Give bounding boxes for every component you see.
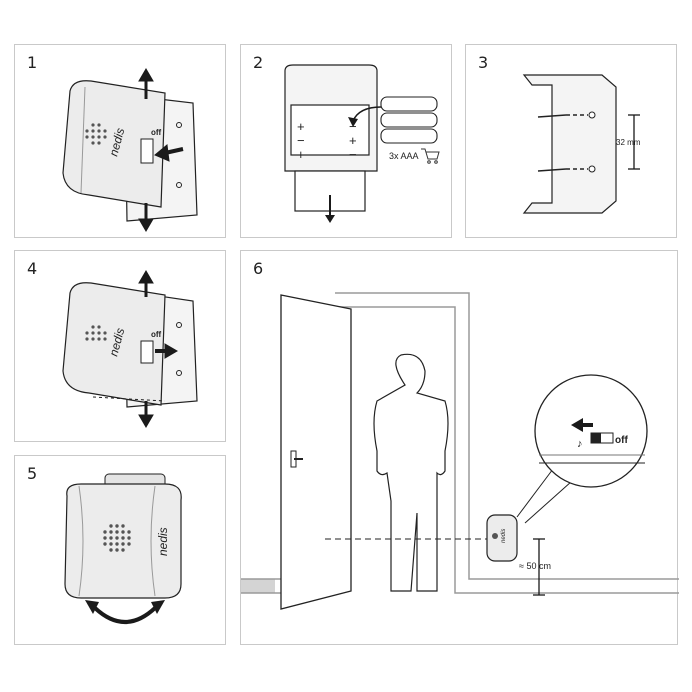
rotate-arrow xyxy=(85,600,165,624)
polarity-plus: + xyxy=(297,147,305,162)
step-1-panel: 1 nedis off xyxy=(14,44,226,238)
height-dimension xyxy=(533,538,545,596)
step-4-illustration: nedis off xyxy=(62,270,198,428)
step-1-number: 1 xyxy=(27,53,38,72)
batteries xyxy=(380,96,438,144)
wall-bracket xyxy=(522,74,617,214)
switch-off-label: off xyxy=(151,330,162,339)
speaker-grille xyxy=(85,123,107,145)
brand-logo: nedis xyxy=(156,527,170,556)
power-switch xyxy=(140,138,154,164)
step-6-illustration: nedis off ♪ ≈ 50 cm xyxy=(241,292,679,610)
step-5-number: 5 xyxy=(27,464,38,483)
polarity-plus: + xyxy=(349,133,357,148)
step-6-number: 6 xyxy=(253,259,264,278)
step-6-panel: 6 nedis off ♪ ≈ 50 c xyxy=(240,250,679,645)
power-switch xyxy=(140,340,154,364)
polarity-minus: − xyxy=(297,133,305,148)
step-4-number: 4 xyxy=(27,259,38,278)
cart-icon xyxy=(421,148,440,164)
screw xyxy=(537,114,567,118)
step-2-number: 2 xyxy=(253,53,264,72)
step-3-panel: 3 32 mm xyxy=(465,44,677,238)
polarity-plus: + xyxy=(297,119,305,134)
doorbell-device xyxy=(486,514,518,562)
step-4-panel: 4 nedis off xyxy=(14,250,226,442)
battery-compartment xyxy=(290,104,370,156)
spacing-dimension xyxy=(628,114,640,170)
battery-label: 3x AAA xyxy=(389,151,419,161)
step-5-illustration: nedis xyxy=(64,473,182,624)
doorbell-device xyxy=(62,80,166,208)
step-5-panel: 5 nedis xyxy=(14,455,226,645)
screw xyxy=(537,168,567,172)
zoom-detail xyxy=(534,374,648,488)
doorbell-device xyxy=(62,282,166,406)
person-outline xyxy=(373,353,449,592)
brand-logo: nedis xyxy=(501,529,507,543)
speaker-grille xyxy=(85,325,107,341)
speaker-grille xyxy=(103,524,131,552)
spacing-label: 32 mm xyxy=(616,138,641,147)
step-2-illustration: + − + − + − 3x AAA xyxy=(284,64,440,223)
slide-arrows xyxy=(138,270,178,428)
step-3-illustration: 32 mm xyxy=(522,74,641,214)
door-frame xyxy=(335,292,679,594)
chime-icon: ♪ xyxy=(577,438,583,450)
polarity-minus: − xyxy=(349,147,357,162)
height-label: ≈ 50 cm xyxy=(519,561,551,571)
open-door xyxy=(280,294,352,610)
step-1-illustration: nedis off xyxy=(62,68,198,232)
switch-off-label: off xyxy=(151,128,162,137)
switch-off-label: off xyxy=(615,435,628,446)
step-2-panel: 2 + − + − + − 3x AAA xyxy=(240,44,452,238)
step-3-number: 3 xyxy=(478,53,489,72)
slide-arrows xyxy=(138,68,184,232)
